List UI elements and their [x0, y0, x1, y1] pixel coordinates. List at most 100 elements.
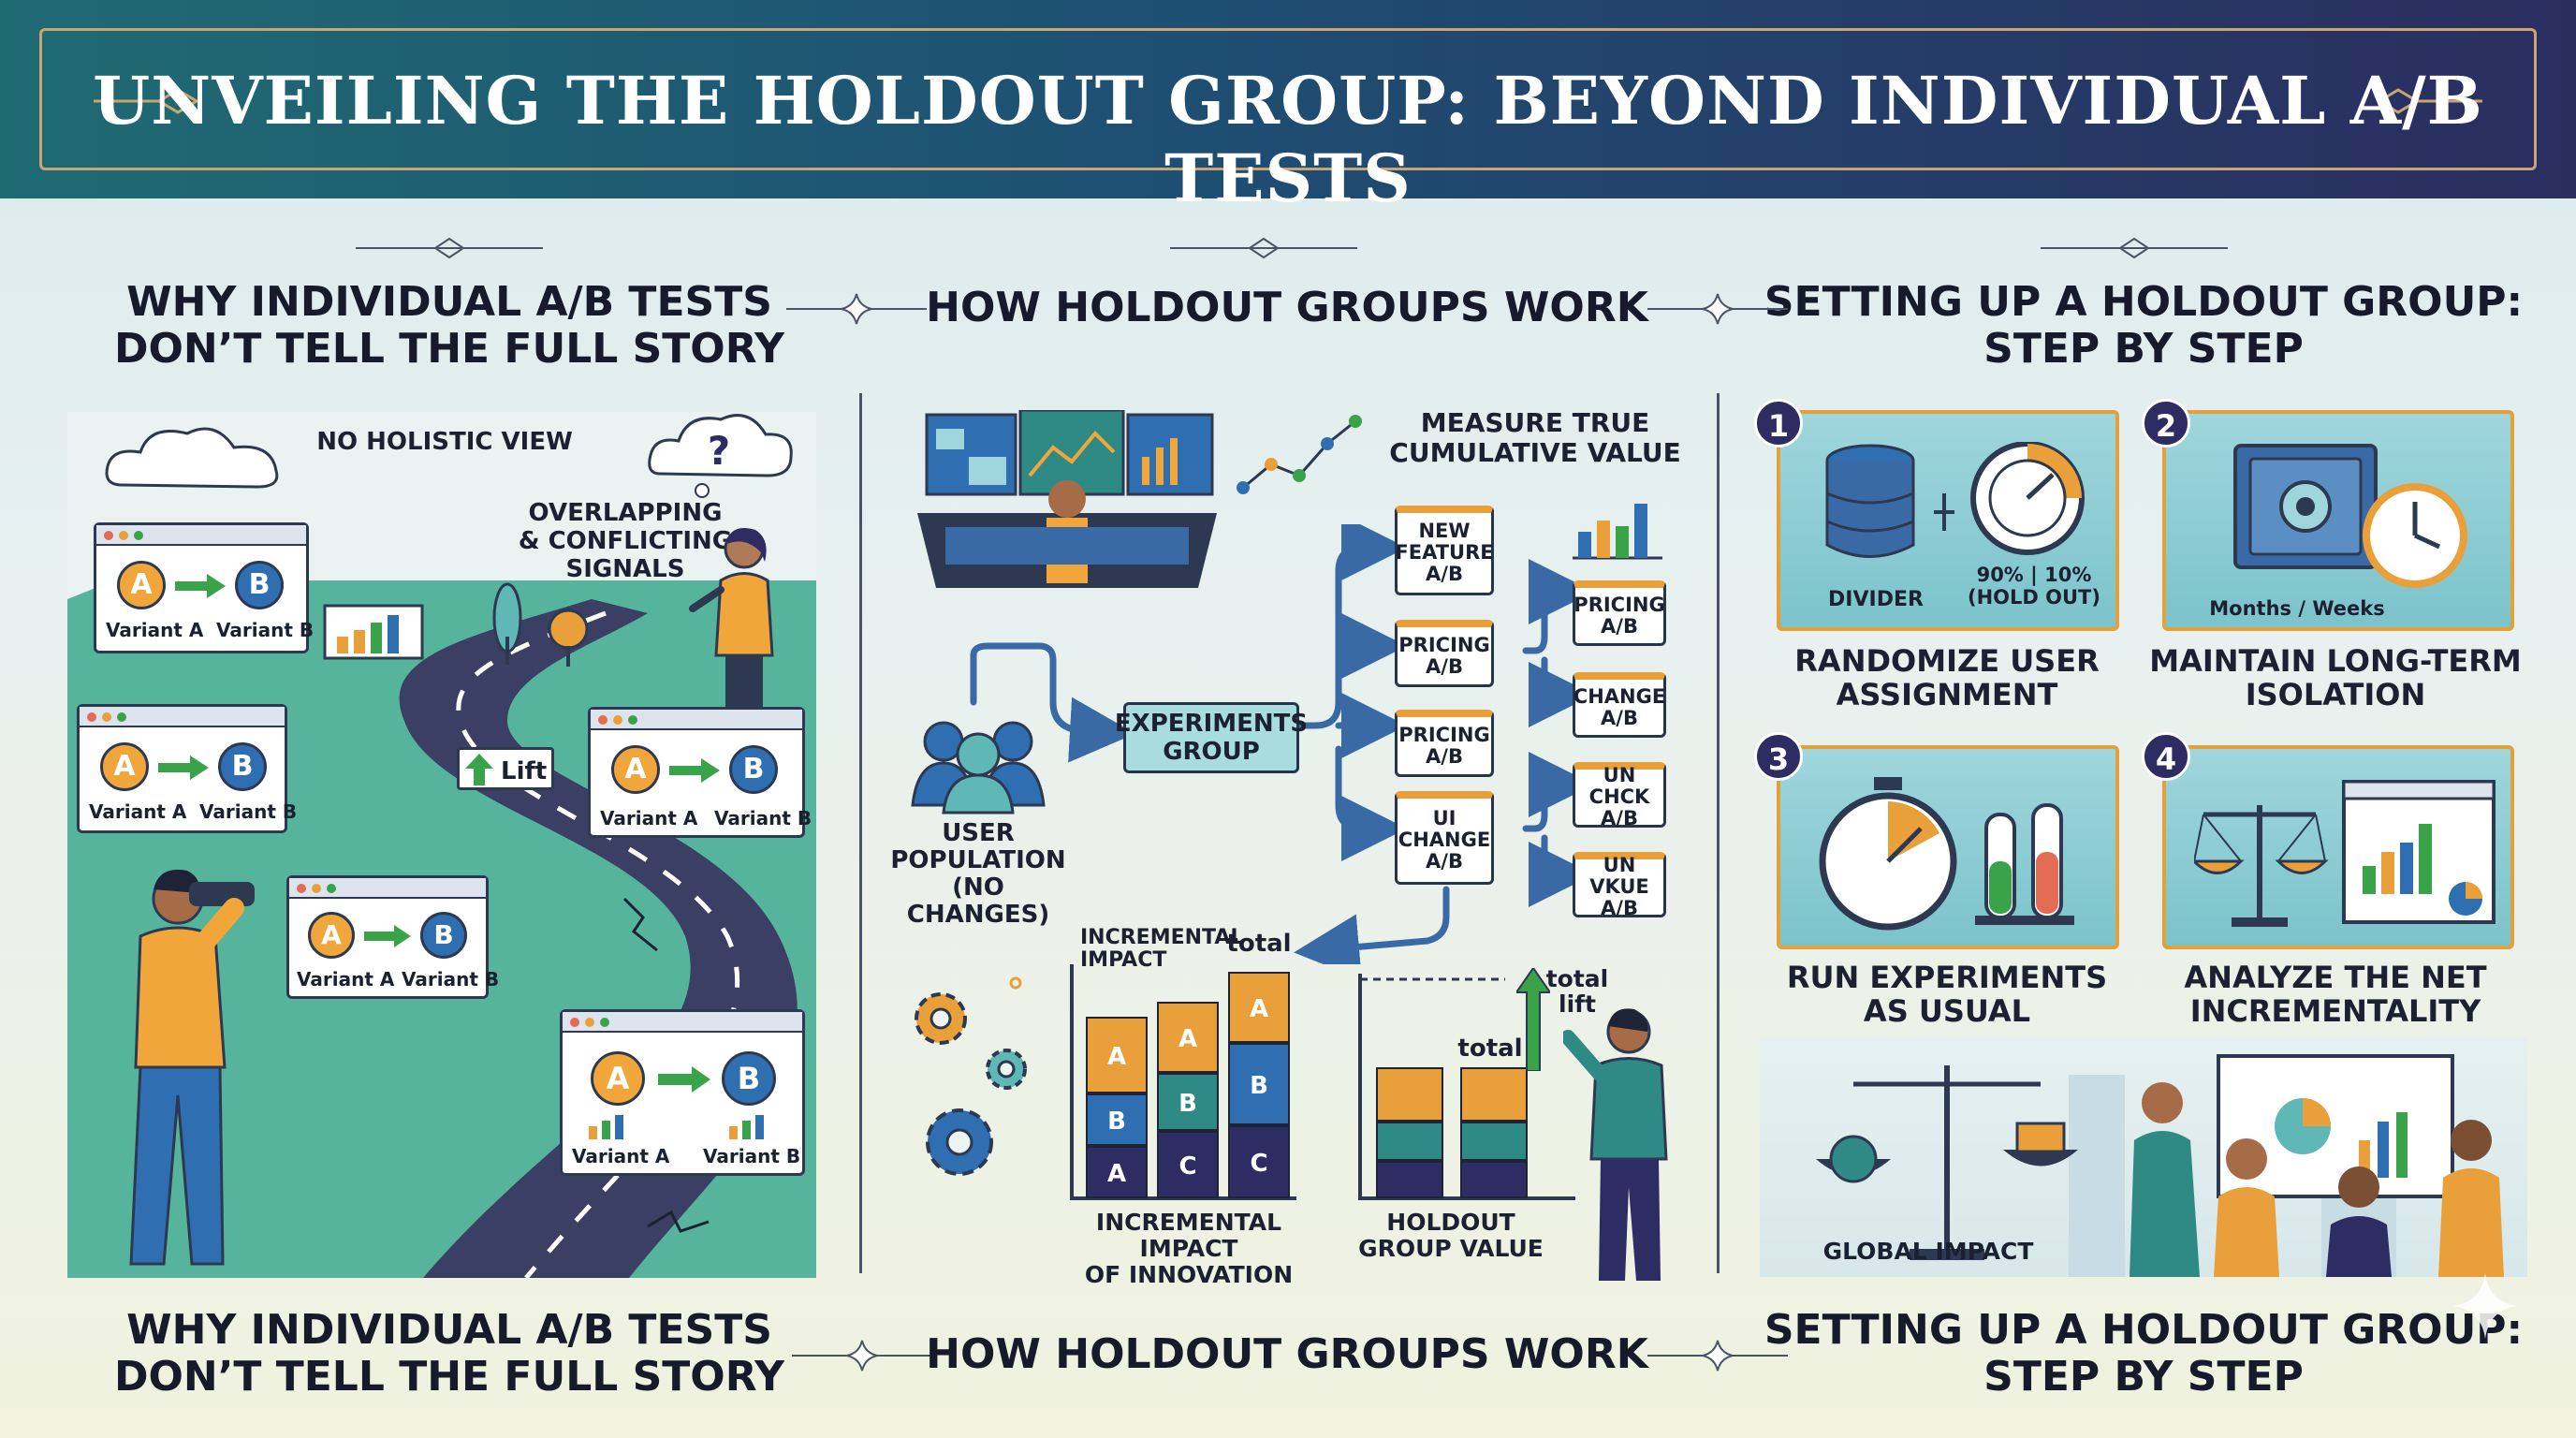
variant-b-circle: B	[420, 912, 467, 959]
global-impact-scene: GLOBAL IMPACT	[1760, 1037, 2527, 1277]
user-population-label: USER POPULATION (NO CHANGES)	[885, 820, 1072, 929]
variant-b-circle: B	[729, 745, 778, 794]
incremental-line1: INCREMENTAL	[1080, 926, 1244, 949]
stopwatch-testtubes-icon	[1819, 777, 2074, 931]
experiment-line: FEATURE	[1395, 541, 1494, 564]
months-weeks-label: Months / Weeks	[2209, 597, 2385, 620]
step-1-title: RANDOMIZE USER ASSIGNMENT	[1760, 644, 2134, 712]
middle-heading: HOW HOLDOUT GROUPS WORK	[926, 284, 1648, 331]
sub-experiment-line: UN CHCK	[1588, 764, 1650, 808]
lift-sign: Lift	[457, 747, 554, 790]
chart2-caption-line1: HOLDOUT	[1386, 1209, 1515, 1236]
experiment-line: UI	[1432, 807, 1456, 829]
step-3-number: 3	[1754, 732, 1803, 781]
stack-segment: A	[1086, 1146, 1148, 1198]
chart2-caption-line2: GROUP VALUE	[1358, 1235, 1544, 1262]
experiments-group-line2: GROUP	[1163, 738, 1260, 766]
up-arrow-icon	[465, 754, 493, 785]
step-4-title: ANALYZE THE NET INCREMENTALITY	[2144, 961, 2527, 1028]
sub-experiment-line: A/B	[1601, 807, 1638, 829]
sparkle-connector-icon	[1647, 293, 1788, 325]
title-banner: UNVEILING THE HOLDOUT GROUP: BEYOND INDI…	[0, 0, 2576, 217]
left-heading-line1: WHY INDIVIDUAL A/B TESTS	[126, 278, 772, 326]
stack-segment: A	[1086, 1017, 1148, 1093]
variant-b-label: Variant B	[714, 807, 812, 829]
stack-segment: A	[1228, 972, 1290, 1043]
chart2-caption: HOLDOUT GROUP VALUE	[1329, 1210, 1573, 1262]
stack-segment: C	[1157, 1131, 1219, 1198]
experiment-line: CHANGE	[1398, 829, 1491, 851]
overlap-line2: & CONFLICTING	[518, 527, 733, 555]
overlap-label: OVERLAPPING & CONFLICTING SIGNALS	[513, 499, 738, 583]
divider-label: DIVIDER	[1828, 588, 1924, 611]
footer-left-line1: WHY INDIVIDUAL A/B TESTS	[126, 1306, 772, 1354]
variant-a-label: Variant A	[106, 619, 204, 641]
database-gauge-icon	[1825, 442, 2085, 558]
variant-b-circle: B	[218, 742, 267, 791]
users-icon	[911, 721, 1046, 814]
step-4-title-line2: INCREMENTALITY	[2189, 993, 2481, 1029]
arrow-right-icon	[364, 925, 411, 947]
cloud-icon	[105, 427, 279, 489]
step-1-title-line1: RANDOMIZE USER	[1794, 643, 2100, 679]
arrow-right-icon	[669, 758, 720, 783]
stack-segment: A	[1157, 1002, 1219, 1073]
divider-ornament-icon	[1170, 237, 1357, 259]
step-2-title: MAINTAIN LONG-TERM ISOLATION	[2144, 644, 2527, 712]
step-3-box	[1777, 745, 2119, 949]
measure-line1: MEASURE TRUE	[1420, 407, 1650, 438]
total-lift-line1: total	[1545, 965, 1609, 992]
overlap-line3: SIGNALS	[565, 555, 685, 583]
scatter-trend-icon	[1237, 415, 1362, 494]
variant-a-label: Variant A	[89, 800, 187, 823]
footer-right-line1: SETTING UP A HOLDOUT GROUP:	[1764, 1306, 2524, 1354]
holdout-total-label: total	[1457, 1034, 1523, 1063]
left-heading: WHY INDIVIDUAL A/B TESTS DON’T TELL THE …	[112, 279, 786, 373]
sparkle-connector-icon	[792, 1340, 932, 1372]
no-holistic-view-label: NO HOLISTIC VIEW	[316, 428, 573, 456]
ab-test-card: A B Variant A Variant B	[94, 522, 314, 653]
right-ornament-icon	[2377, 88, 2482, 114]
holdout-segment	[1460, 1122, 1528, 1161]
variant-b-circle: B	[722, 1051, 776, 1106]
experiments-group-box: EXPERIMENTS GROUP	[1115, 702, 1308, 773]
footer-right-heading: SETTING UP A HOLDOUT GROUP: STEP BY STEP	[1760, 1307, 2527, 1401]
experiment-line: A/B	[1426, 563, 1463, 585]
incremental-line2: IMPACT	[1080, 948, 1167, 972]
footer-right-line2: STEP BY STEP	[1983, 1353, 2304, 1401]
step-1-title-line2: ASSIGNMENT	[1836, 677, 2058, 712]
left-ornament-icon	[94, 88, 199, 114]
total-lift-label: total lift	[1544, 966, 1610, 1017]
stack-segment: B	[1228, 1043, 1290, 1125]
lift-label: Lift	[501, 757, 548, 785]
variant-a-circle: A	[308, 912, 355, 959]
arrow-right-icon	[658, 1066, 710, 1093]
variant-a-label: Variant A	[297, 968, 395, 990]
banner-frame	[39, 28, 2537, 170]
variant-b-label: Variant B	[216, 619, 315, 641]
variant-b-label: Variant B	[199, 800, 298, 823]
sub-experiment-line: UN VKUE	[1589, 854, 1649, 898]
footer-left-heading: WHY INDIVIDUAL A/B TESTS DON’T TELL THE …	[112, 1307, 786, 1401]
experiment-line: NEW	[1418, 520, 1471, 542]
step-1-box: DIVIDER 90% | 10% (HOLD OUT)	[1777, 410, 2119, 631]
ab-test-card: A B Variant A Variant B	[286, 875, 499, 999]
variant-b-label: Variant B	[703, 1145, 801, 1167]
experiment-line: A/B	[1426, 654, 1463, 678]
variant-b-label: Variant B	[402, 968, 500, 990]
variant-a-circle: A	[611, 745, 660, 794]
measure-value-label: MEASURE TRUE CUMULATIVE VALUE	[1385, 408, 1685, 468]
variant-a-circle: A	[591, 1051, 645, 1106]
user-line2: POPULATION	[890, 846, 1066, 874]
step-3-title-line2: AS USUAL	[1863, 993, 2031, 1029]
stack-segment: B	[1157, 1073, 1219, 1131]
stack-segment: C	[1228, 1125, 1290, 1198]
footer-left-line2: DON’T TELL THE FULL STORY	[113, 1353, 785, 1401]
variant-b-circle: B	[235, 561, 284, 609]
step-3-title: RUN EXPERIMENTS AS USUAL	[1760, 961, 2134, 1028]
